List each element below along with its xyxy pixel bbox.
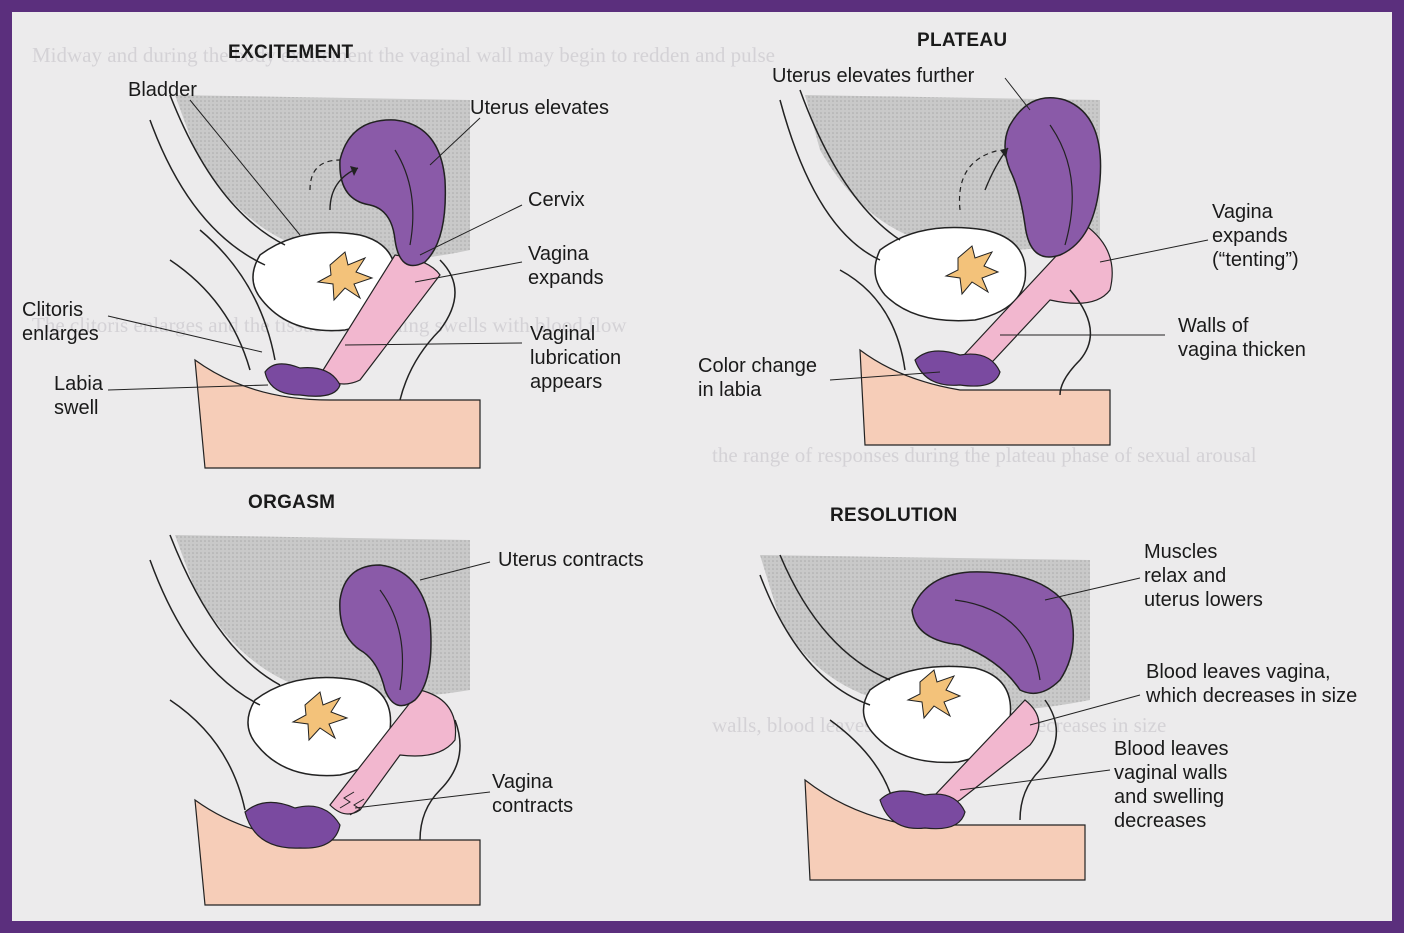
labia-shape [244,801,341,849]
label-color-change: Color change in labia [698,355,817,401]
uterus-shape [339,119,447,267]
skin-block [859,348,1111,446]
label-uterus-contracts: Uterus contracts [498,549,644,571]
label-blood-leaves-vagina: Blood leaves vagina, which decreases in … [1146,661,1358,707]
label-blood-leaves-walls: Blood leaves vaginal walls and swelling … [1114,738,1229,832]
label-vaginal-lubrication: Vaginal lubrication appears [530,323,622,393]
label-bladder: Bladder [128,79,197,101]
uterus-shape [911,571,1075,695]
cervix-star [316,251,374,302]
cervix-star [906,669,962,720]
resolution-title: RESOLUTION [830,505,958,526]
uterus-shape [1004,97,1102,258]
skin-block [194,358,481,469]
label-cervix: Cervix [528,189,585,211]
orgasm-illustration [149,534,491,906]
label-uterus-elevates: Uterus elevates [470,97,609,119]
resolution-illustration [759,554,1141,881]
label-uterus-elevates-further: Uterus elevates further [772,65,975,87]
label-walls-thicken: Walls of vagina thicken [1178,315,1306,361]
label-vagina-contracts: Vagina contracts [492,771,574,817]
cervix-star [944,245,1000,296]
skin-block [804,778,1086,881]
label-clitoris-enlarges: Clitoris enlarges [22,299,99,345]
cervix-star [291,691,349,742]
vagina-shape [329,689,457,815]
labia-shape [879,790,966,830]
excitement-title: EXCITEMENT [228,42,354,63]
label-labia-swell: Labia swell [54,373,103,419]
label-vagina-expands: Vagina expands [528,243,604,289]
labia-shape [914,350,1001,387]
excitement-illustration [107,94,523,469]
orgasm-title: ORGASM [248,492,336,513]
uterus-shape [339,564,432,707]
labia-shape [264,363,341,397]
label-muscles-relax: Muscles relax and uterus lowers [1144,541,1263,611]
skin-block [194,798,481,906]
background-texture-right: the range of responses during the platea… [712,443,1257,467]
plateau-title: PLATEAU [917,30,1008,51]
plateau-illustration [779,77,1209,446]
label-vagina-expands-tenting: Vagina expands (“tenting”) [1212,201,1299,271]
background-texture-left: Midway and during the body excitement th… [32,43,775,67]
